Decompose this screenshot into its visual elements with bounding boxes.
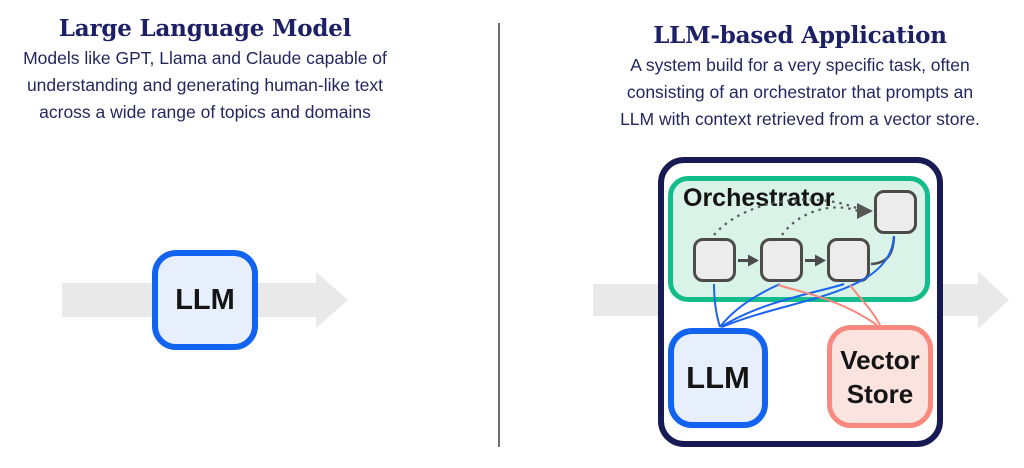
step-box-4	[874, 190, 917, 234]
step-box-2	[760, 238, 803, 282]
step-box-1	[693, 238, 736, 282]
left-panel-description: Models like GPT, Llama and Claude capabl…	[23, 48, 387, 122]
right-panel-description: A system build for a very specific task,…	[620, 55, 980, 129]
right-llm-label: LLM	[686, 360, 750, 395]
left-llm-node: LLM	[152, 250, 258, 350]
right-panel-title: LLM-based Application	[653, 22, 947, 49]
step-box-3	[827, 238, 870, 282]
vector-store-node: Vector Store	[827, 325, 933, 428]
left-llm-label: LLM	[175, 283, 235, 316]
left-panel-title: Large Language Model	[58, 15, 352, 42]
right-flow-arrow-out-body	[941, 284, 979, 316]
right-flow-arrow-in	[593, 284, 659, 316]
left-flow-arrow-head	[316, 272, 348, 328]
vector-store-label: Vector Store	[840, 344, 920, 409]
column-divider	[498, 23, 500, 447]
right-flow-arrow-out-head	[978, 271, 1009, 329]
orchestrator-label: Orchestrator	[683, 184, 835, 212]
right-llm-node: LLM	[668, 328, 768, 428]
